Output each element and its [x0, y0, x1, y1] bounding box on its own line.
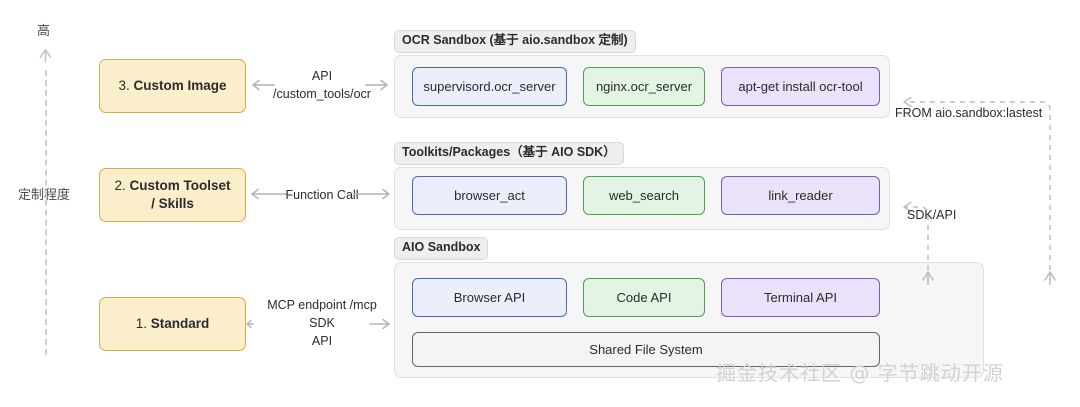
arrow-right-icon	[369, 318, 390, 330]
group-label-ocr-sandbox: OCR Sandbox (基于 aio.sandbox 定制)	[394, 30, 636, 53]
stage-box-custom-image[interactable]: 3. Custom Image	[99, 59, 246, 113]
stage-title: Custom Image	[133, 77, 227, 93]
chip-web-search[interactable]: web_search	[583, 176, 705, 215]
chip-nginx-ocr-server[interactable]: nginx.ocr_server	[583, 67, 705, 106]
stage-number: 3.	[118, 77, 130, 93]
stage-title: Custom Toolset	[129, 177, 231, 193]
chip-supervisord-ocr-server[interactable]: supervisord.ocr_server	[412, 67, 567, 106]
axis-top-label: 高	[37, 23, 51, 38]
arrow-left-icon	[251, 188, 288, 200]
axis-dashed-line	[45, 70, 47, 355]
stage-box-custom-toolset[interactable]: 2. Custom Toolset / Skills	[99, 168, 246, 222]
connector-line: /custom_tools/ocr	[273, 87, 371, 102]
connector-line: API	[311, 69, 333, 83]
stage-label-custom-toolset: 2. Custom Toolset / Skills	[114, 177, 230, 213]
group-label-aio-sandbox: AIO Sandbox	[394, 237, 489, 260]
connector-line: MCP endpoint /mcp	[267, 298, 377, 312]
watermark: 掘金技术社区 @ 字节跳动开源	[716, 361, 1004, 385]
connector-label-standard: MCP endpoint /mcp SDK API	[250, 296, 394, 350]
arrow-left-icon	[246, 319, 254, 329]
connector-line: API	[311, 334, 333, 349]
connector-line: SDK	[309, 316, 335, 331]
label-from-aio-sandbox: FROM aio.sandbox:lastest	[895, 106, 1043, 120]
stage-label-standard: 1. Standard	[136, 315, 210, 333]
connector-label-custom-toolset: Function Call	[252, 186, 392, 204]
arrow-up-icon	[39, 49, 52, 62]
chip-terminal-api[interactable]: Terminal API	[721, 278, 880, 317]
group-label-toolkits-packages: Toolkits/Packages（基于 AIO SDK）	[394, 142, 624, 165]
stage-label-custom-image: 3. Custom Image	[118, 77, 226, 95]
right-dashed-connectors	[903, 96, 1056, 285]
chip-link-reader[interactable]: link_reader	[721, 176, 880, 215]
axis-name-label: 定制程度	[18, 187, 71, 202]
chip-browser-api[interactable]: Browser API	[412, 278, 567, 317]
arrow-left-icon	[252, 79, 275, 91]
stage-number: 1.	[135, 315, 147, 331]
label-sdk-api: SDK/API	[907, 208, 957, 222]
chip-code-api[interactable]: Code API	[583, 278, 705, 317]
arrow-right-icon	[353, 188, 390, 200]
chip-apt-get-install-ocr-tool[interactable]: apt-get install ocr-tool	[721, 67, 880, 106]
arrow-right-icon	[365, 79, 388, 91]
stage-box-standard[interactable]: 1. Standard	[99, 297, 246, 351]
connector-label-custom-image: API /custom_tools/ocr	[252, 67, 392, 103]
chip-shared-file-system[interactable]: Shared File System	[412, 332, 880, 367]
stage-number: 2.	[114, 177, 126, 193]
connector-line: Function Call	[285, 188, 359, 202]
chip-browser-act[interactable]: browser_act	[412, 176, 567, 215]
stage-subtitle: / Skills	[151, 196, 194, 211]
stage-title: Standard	[150, 315, 210, 331]
